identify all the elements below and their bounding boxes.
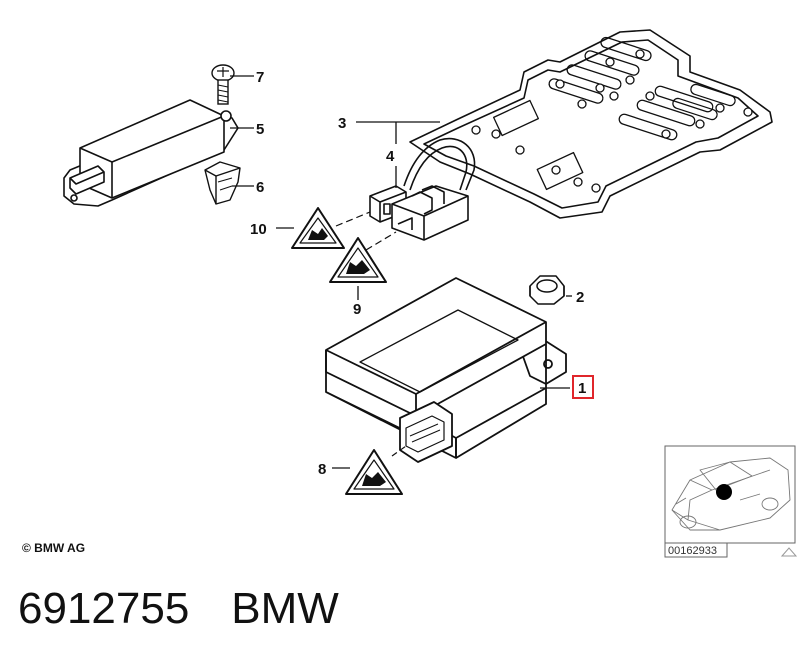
part-4-connector	[369, 185, 469, 241]
part-1-control-unit	[325, 277, 567, 463]
indicator-line-8	[391, 445, 407, 457]
callout-3: 3	[338, 115, 346, 132]
triangle-mark-icon	[780, 547, 798, 557]
part-5-sensor-bracket	[63, 99, 239, 207]
callout-7: 7	[256, 69, 264, 86]
callout-8: 8	[318, 461, 326, 478]
callout-1-highlight-box	[572, 375, 594, 399]
leader-lines	[230, 75, 572, 469]
warning-triangle-9	[329, 237, 387, 283]
part-7-screw	[211, 64, 235, 105]
part-number: 6912755	[18, 584, 190, 633]
callout-2: 2	[576, 289, 584, 306]
thumbnail-code: 00162933	[668, 545, 717, 557]
callout-9: 9	[353, 301, 361, 318]
mounting-plate	[409, 29, 773, 219]
warning-triangle-10	[291, 207, 345, 249]
location-thumbnail: 00162933	[664, 445, 798, 558]
part-6-clip-nut	[204, 161, 241, 205]
callout-6: 6	[256, 179, 264, 196]
part-2-nut	[529, 275, 565, 305]
part-number-line: 6912755 BMW	[18, 584, 339, 634]
location-marker	[716, 484, 732, 500]
callout-4: 4	[386, 148, 395, 165]
brand-name: BMW	[231, 584, 339, 633]
callout-10: 10	[250, 221, 267, 238]
copyright-text: © BMW AG	[22, 541, 85, 555]
callout-1: 1	[578, 380, 586, 397]
warning-triangle-8	[345, 449, 403, 495]
part-3-wiring-harness	[403, 137, 476, 191]
callout-5: 5	[256, 121, 264, 138]
indicator-lines-top	[335, 211, 397, 251]
